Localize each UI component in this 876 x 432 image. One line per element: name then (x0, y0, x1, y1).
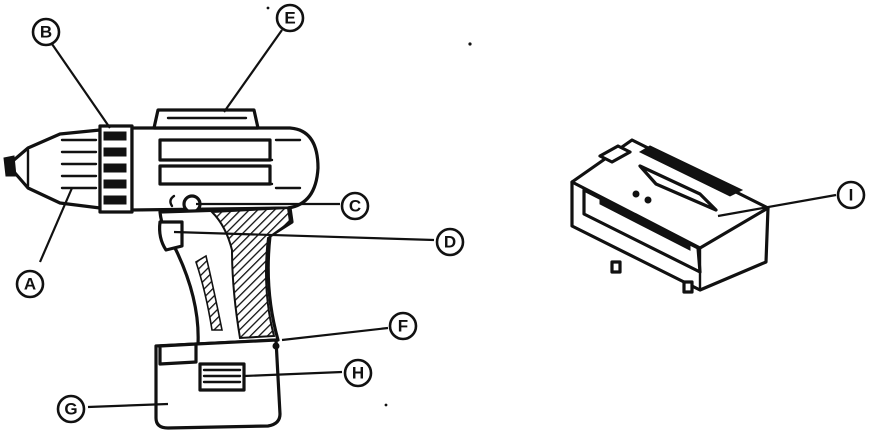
callout-e: E (275, 3, 305, 33)
charger-foot-right (682, 280, 694, 294)
cordless-drill (3, 108, 320, 430)
callout-i-text: I (849, 186, 854, 205)
callout-h: H (343, 358, 373, 388)
callout-c: C (340, 191, 370, 221)
callout-f: F (388, 311, 418, 341)
gear-shift-switch (152, 108, 260, 130)
callout-d: D (435, 227, 465, 257)
callout-g: G (56, 394, 86, 424)
callout-h-text: H (352, 364, 364, 383)
callout-e-text: E (284, 9, 295, 28)
callout-c-text: C (349, 197, 361, 216)
scan-speck (468, 42, 472, 46)
callout-g-text: G (64, 400, 77, 419)
callout-f-text: F (398, 317, 408, 336)
callout-b: B (31, 17, 61, 47)
keyless-chuck (3, 128, 102, 210)
callout-a-text: A (24, 275, 36, 294)
motor-housing (130, 126, 320, 212)
battery-charger (570, 138, 770, 294)
charge-indicator-lamp (632, 190, 640, 198)
charger-foot-left (610, 260, 622, 274)
callout-b-text: B (40, 23, 52, 42)
callout-a: A (15, 269, 45, 299)
torque-clutch-ring (98, 124, 134, 214)
callout-d-text: D (444, 233, 456, 252)
ready-indicator-lamp (644, 196, 652, 204)
leader-lines (38, 29, 837, 409)
scan-speck (384, 403, 388, 407)
battery-pack (154, 338, 282, 430)
battery-slot (598, 144, 632, 164)
battery-release-button (198, 362, 246, 392)
callout-i: I (836, 180, 866, 210)
scan-speck (266, 6, 270, 10)
trigger-switch (158, 220, 184, 252)
